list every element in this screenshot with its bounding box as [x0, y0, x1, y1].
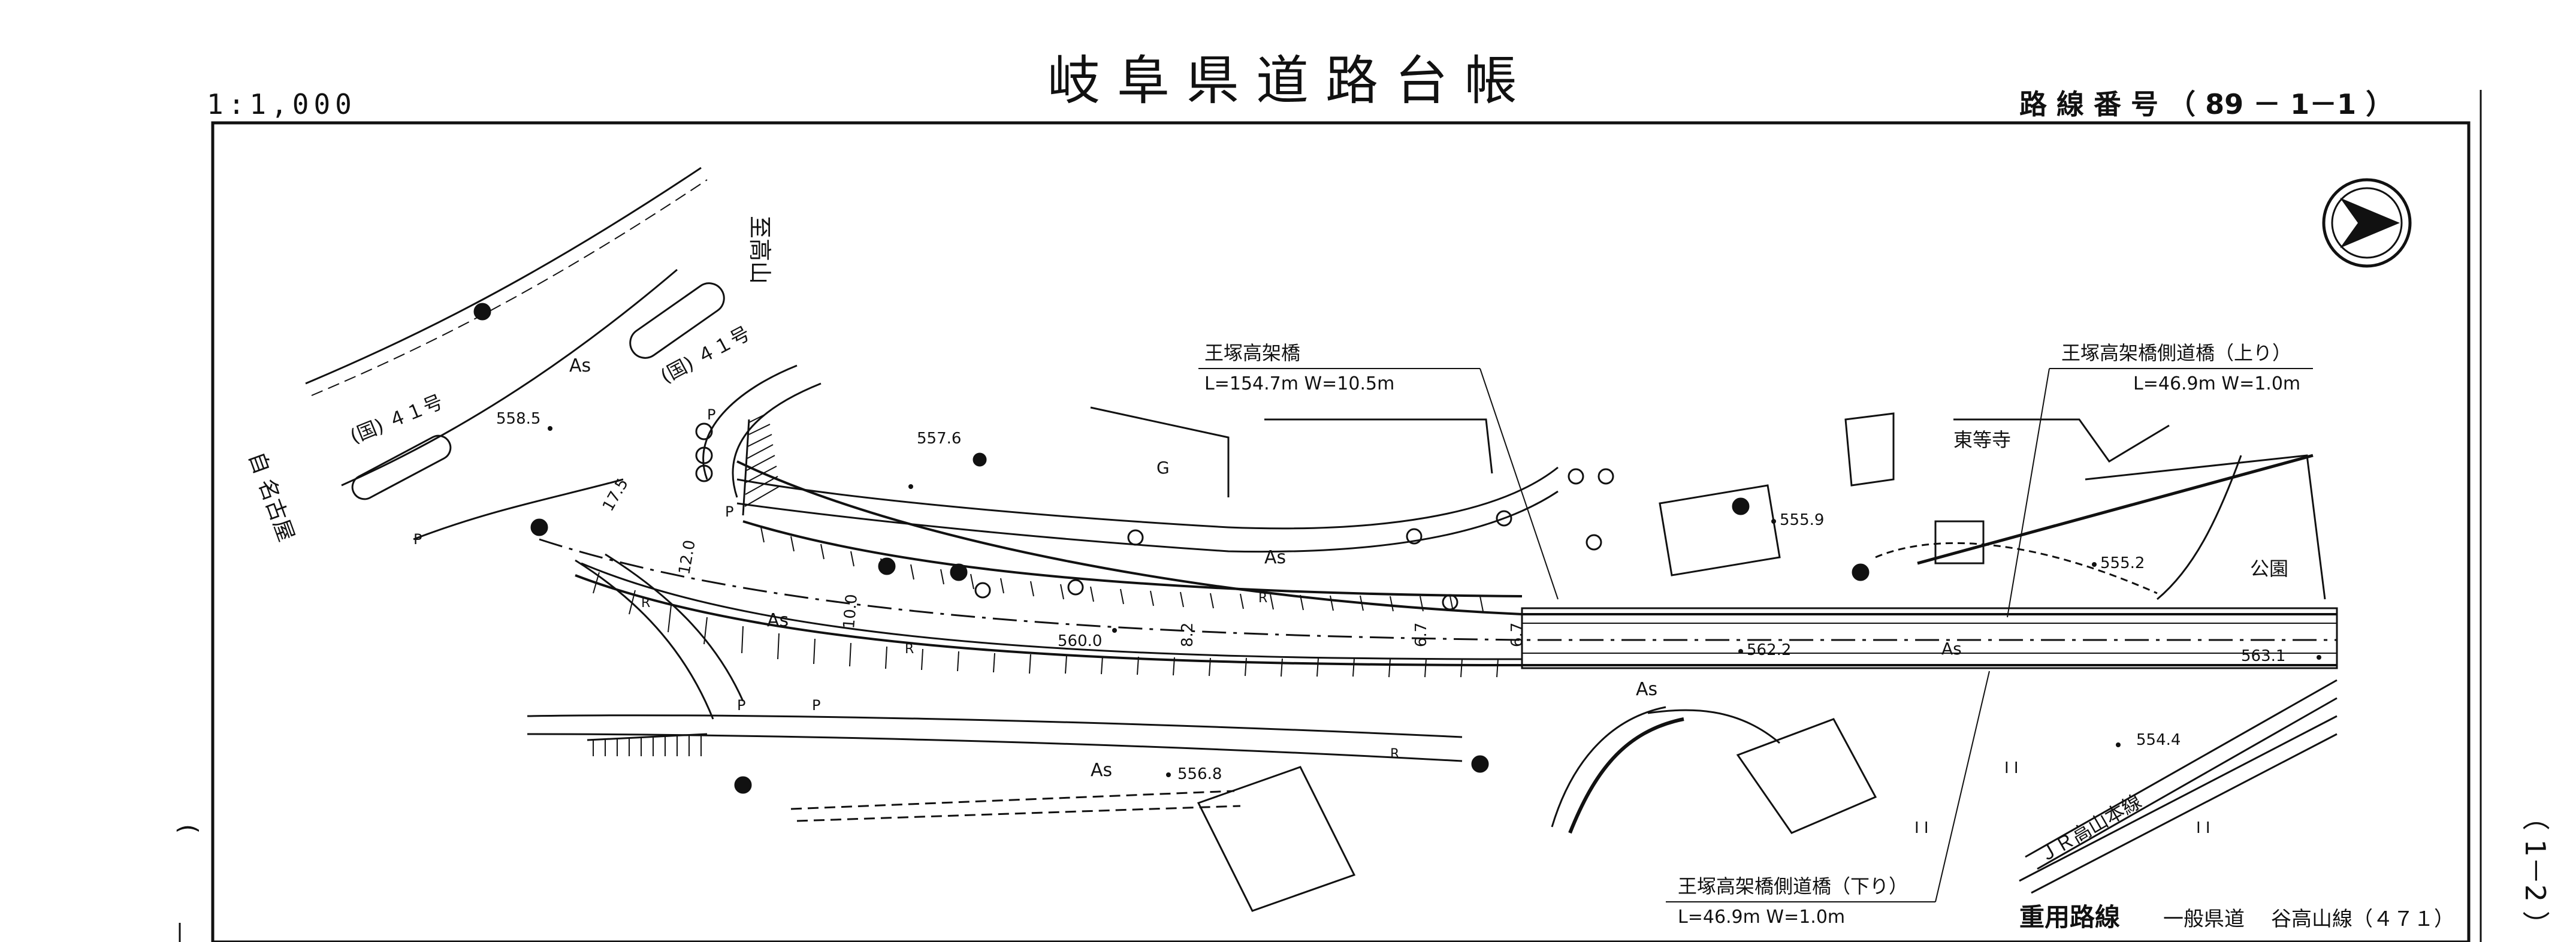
- elevation-value: 555.9: [1780, 511, 1824, 529]
- to-takayama-label: 至高山: [747, 216, 773, 284]
- svg-text:R: R: [1258, 591, 1267, 606]
- elevation-value: 555.2: [2100, 554, 2145, 572]
- national-route-41-label-a: (国) ４１号: [347, 390, 446, 448]
- svg-text:P: P: [812, 697, 820, 714]
- svg-text:I I: I I: [2196, 819, 2210, 837]
- leader-lines: [1198, 368, 2313, 902]
- route-number: 路 線 番 号 （ 89 － 1－1 ）: [2019, 88, 2393, 120]
- embankment-lower-west: [587, 733, 708, 756]
- svg-text:R: R: [905, 642, 914, 657]
- surface-label: As: [569, 355, 591, 376]
- elevation-value: 562.2: [1747, 641, 1791, 659]
- ground-label: G: [1156, 458, 1170, 478]
- surface-label: As: [1941, 639, 1962, 659]
- temple-label: 東等寺: [1953, 428, 2011, 451]
- elevation-value: 556.8: [1177, 765, 1222, 783]
- embankment-upper-hatch: [742, 413, 780, 516]
- width-value: 6.7: [1508, 623, 1526, 647]
- svg-text:R: R: [1390, 747, 1399, 762]
- side-bridge-up-name: 王塚高架橋側道橋（上り）: [2061, 342, 2291, 364]
- svg-text:P: P: [725, 503, 733, 520]
- width-value: 10.0: [840, 593, 861, 629]
- main-bridge-dims: L=154.7m W=10.5m: [1204, 373, 1394, 394]
- elevation-value: 563.1: [2241, 647, 2285, 665]
- width-value: 17.5: [599, 475, 632, 514]
- national-route-41-label-b: (国) ４１号: [657, 322, 754, 388]
- svg-text:I I: I I: [1914, 819, 1929, 837]
- south-east-area: [790, 706, 1877, 912]
- svg-text:I I: I I: [2004, 759, 2019, 777]
- national-route-41: [305, 167, 822, 541]
- north-arrow-icon: [2322, 178, 2412, 268]
- surface-label: As: [1091, 760, 1112, 781]
- utility-symbols: [473, 303, 1870, 794]
- width-value: 6.7: [1412, 623, 1430, 647]
- width-value: 12.0: [675, 539, 699, 576]
- sheet-title: 岐 阜 県 道 路 台 帳: [1047, 50, 1517, 111]
- from-nagoya-label: 自 名古屋: [244, 449, 299, 545]
- side-bridge-up-dims: L=46.9m W=1.0m: [2133, 373, 2300, 394]
- map-frame: [211, 121, 2471, 942]
- left-margin-mark: (: [174, 824, 203, 834]
- route-name: 谷高山線（４７１）: [2271, 907, 2454, 931]
- west-ramps: [575, 553, 744, 720]
- elevation-value: 558.5: [496, 410, 540, 428]
- svg-text:P: P: [707, 406, 715, 423]
- jr-line-label: ＪＲ高山本線: [2034, 790, 2145, 867]
- parcels-north: [1090, 406, 2326, 600]
- map-symbols: P P P P P R R R R I I I I I I: [413, 406, 2210, 837]
- side-bridge-down-name: 王塚高架橋側道橋（下り）: [1678, 875, 1908, 898]
- side-bridge-down-dims: L=46.9m W=1.0m: [1678, 907, 1845, 928]
- surface-label: As: [1636, 679, 1657, 700]
- width-value: 8.2: [1179, 623, 1197, 647]
- park-label: 公園: [2250, 557, 2288, 580]
- elevation-points: 558.5 557.6 555.9 555.2 562.2 563.1 554.…: [496, 410, 2321, 783]
- overlap-route-label: 重用路線: [2019, 902, 2120, 932]
- scale-label: 1:1,000: [207, 88, 357, 120]
- surface-label: As: [767, 610, 789, 631]
- embankment-south: [581, 562, 1523, 678]
- route-class: 一般県道: [2163, 907, 2245, 931]
- main-bridge-name: 王塚高架橋: [1204, 342, 1300, 364]
- sheet-number: （ 1－2 ）: [2519, 803, 2551, 938]
- main-road: [527, 460, 2338, 762]
- elevation-value: 557.6: [917, 430, 961, 448]
- elevation-value: 560.0: [1058, 632, 1102, 650]
- jr-takayama-line: [2019, 679, 2338, 894]
- svg-text:P: P: [737, 697, 745, 714]
- svg-text:P: P: [413, 531, 422, 548]
- svg-text:R: R: [641, 596, 650, 611]
- elevation-value: 554.4: [2136, 731, 2181, 749]
- surface-label: As: [1264, 547, 1286, 568]
